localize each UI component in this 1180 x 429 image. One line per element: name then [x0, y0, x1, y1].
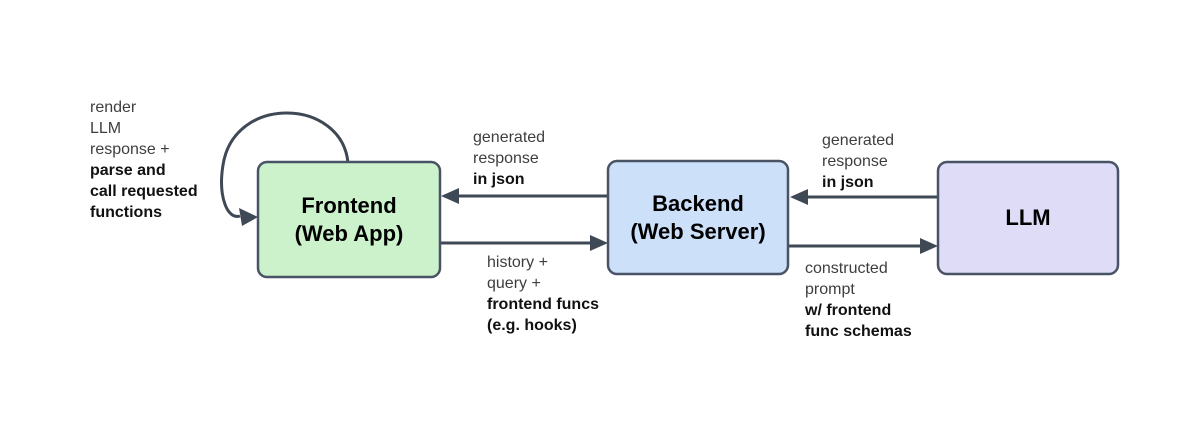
backend-to-frontend-arrowhead-icon — [441, 188, 459, 204]
backend-to-frontend-label: generated response in json — [473, 127, 545, 190]
frontend-self-loop-arrow — [220, 111, 350, 218]
label-line: prompt — [805, 281, 855, 298]
label-line: frontend funcs — [487, 296, 599, 313]
label-line: LLM — [90, 120, 122, 137]
self-loop-label: render LLM response + parse and call req… — [90, 97, 198, 223]
label-line: in json — [822, 174, 874, 191]
label-line: response + — [90, 141, 170, 158]
label-line: response — [822, 153, 888, 170]
label-line: func schemas — [805, 323, 912, 340]
label-line: generated — [473, 129, 546, 146]
label-line: constructed — [805, 260, 888, 277]
label-line: w/ frontend — [805, 302, 892, 319]
label-line: query + — [487, 275, 541, 292]
frontend-to-backend-arrowhead-icon — [590, 235, 608, 251]
label-line: generated — [822, 132, 895, 149]
backend-to-llm-label: constructed prompt w/ frontend func sche… — [805, 258, 912, 342]
label-line: response — [473, 150, 539, 167]
llm-to-backend-arrowhead-icon — [790, 189, 808, 205]
label-line: call requested — [90, 183, 198, 200]
label-line: parse and — [90, 162, 166, 179]
label-line: in json — [473, 171, 525, 188]
llm-to-backend-label: generated response in json — [822, 130, 894, 193]
backend-to-llm-arrowhead-icon — [920, 238, 938, 254]
label-line: render — [90, 99, 137, 116]
label-line: history + — [487, 254, 548, 271]
llm-node-box — [936, 160, 1120, 276]
label-line: functions — [90, 204, 162, 221]
frontend-node-box — [256, 160, 442, 279]
label-line: (e.g. hooks) — [487, 317, 577, 334]
frontend-to-backend-label: history + query + frontend funcs (e.g. h… — [487, 252, 599, 336]
frontend-self-loop-arrowhead-icon — [239, 208, 258, 226]
backend-node-box — [606, 159, 790, 276]
